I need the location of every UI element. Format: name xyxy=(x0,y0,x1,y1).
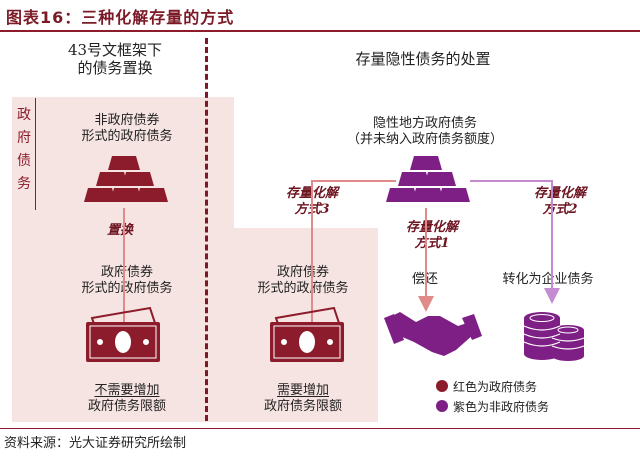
legend: 红色为政府债务 紫色为非政府债务 xyxy=(436,376,549,416)
side-label-bracket xyxy=(12,98,36,210)
legend-item-red: 红色为政府债务 xyxy=(436,376,549,396)
swap-label: 置换 xyxy=(106,223,133,238)
text-line: 形式的政府债务 xyxy=(81,128,173,144)
title-rule xyxy=(0,30,640,32)
legend-label: 红色为政府债务 xyxy=(453,379,538,394)
text-line: 形式的政府债务 xyxy=(81,280,173,296)
left-footer-line1: 不需要增加 xyxy=(94,383,160,398)
left-bottom-text: 政府债券 形式的政府债务 xyxy=(52,265,202,296)
legend-item-purple: 紫色为非政府债务 xyxy=(436,396,549,416)
middle-footer: 需要增加 政府债务限额 xyxy=(228,383,378,414)
source-note: 资料来源：光大证券研究所绘制 xyxy=(4,436,187,451)
legend-label: 紫色为非政府债务 xyxy=(453,399,550,414)
text-line: 存量化解 xyxy=(405,220,458,235)
left-header-line: 43号文框架下 xyxy=(67,41,163,59)
dashed-divider xyxy=(205,38,208,421)
convert-label: 转化为企业债务 xyxy=(502,272,594,287)
cash-icon xyxy=(86,306,160,362)
repay-label: 偿还 xyxy=(411,272,438,287)
coins-stack-icon xyxy=(523,312,585,361)
middle-text: 政府债券 形式的政府债务 xyxy=(228,265,378,296)
middle-footer-line1: 需要增加 xyxy=(276,383,329,398)
method2-arrow xyxy=(470,180,560,304)
gold-bars-icon xyxy=(84,156,168,202)
text-line: 政府债券 xyxy=(276,265,329,280)
text-line: 隐性地方政府债务 xyxy=(372,116,477,131)
handshake-icon xyxy=(384,312,482,356)
text-line: 非政府债券 xyxy=(94,113,160,128)
purple-dot-icon xyxy=(436,400,448,412)
method3-arrow xyxy=(304,180,396,343)
side-label-char: 债 xyxy=(17,153,31,169)
figure-title: 图表16：三种化解存量的方式 xyxy=(6,8,235,27)
bottom-rule xyxy=(0,428,640,429)
side-label-government-debt: 政 府 债 务 xyxy=(16,104,32,196)
text-line: 形式的政府债务 xyxy=(257,280,349,296)
side-label-char: 府 xyxy=(17,130,31,146)
gold-bars-purple-icon xyxy=(386,156,470,202)
left-top-text: 非政府债券 形式的政府债务 xyxy=(52,113,202,144)
red-dot-icon xyxy=(436,380,448,392)
method1-label: 存量化解 方式1 xyxy=(392,220,472,251)
text-line: 政府债券 xyxy=(100,265,153,280)
text-line: 方式1 xyxy=(414,235,450,251)
left-footer-line2: 政府债务限额 xyxy=(87,398,166,414)
side-label-char: 务 xyxy=(17,176,31,192)
right-header: 存量隐性债务的处置 xyxy=(355,50,491,68)
left-header-line: 的债务置换 xyxy=(77,59,153,77)
middle-footer-line2: 政府债务限额 xyxy=(263,398,342,414)
implicit-debt-text: 隐性地方政府债务 （并未纳入政府债务额度） xyxy=(325,116,525,147)
side-label-char: 政 xyxy=(17,107,31,123)
text-line: 存量化解 xyxy=(533,186,586,201)
cash-icon-middle xyxy=(270,306,344,362)
text-line: （并未纳入政府债务额度） xyxy=(346,131,503,147)
left-footer: 不需要增加 政府债务限额 xyxy=(52,383,202,414)
left-header: 43号文框架下 的债务置换 xyxy=(40,41,190,77)
